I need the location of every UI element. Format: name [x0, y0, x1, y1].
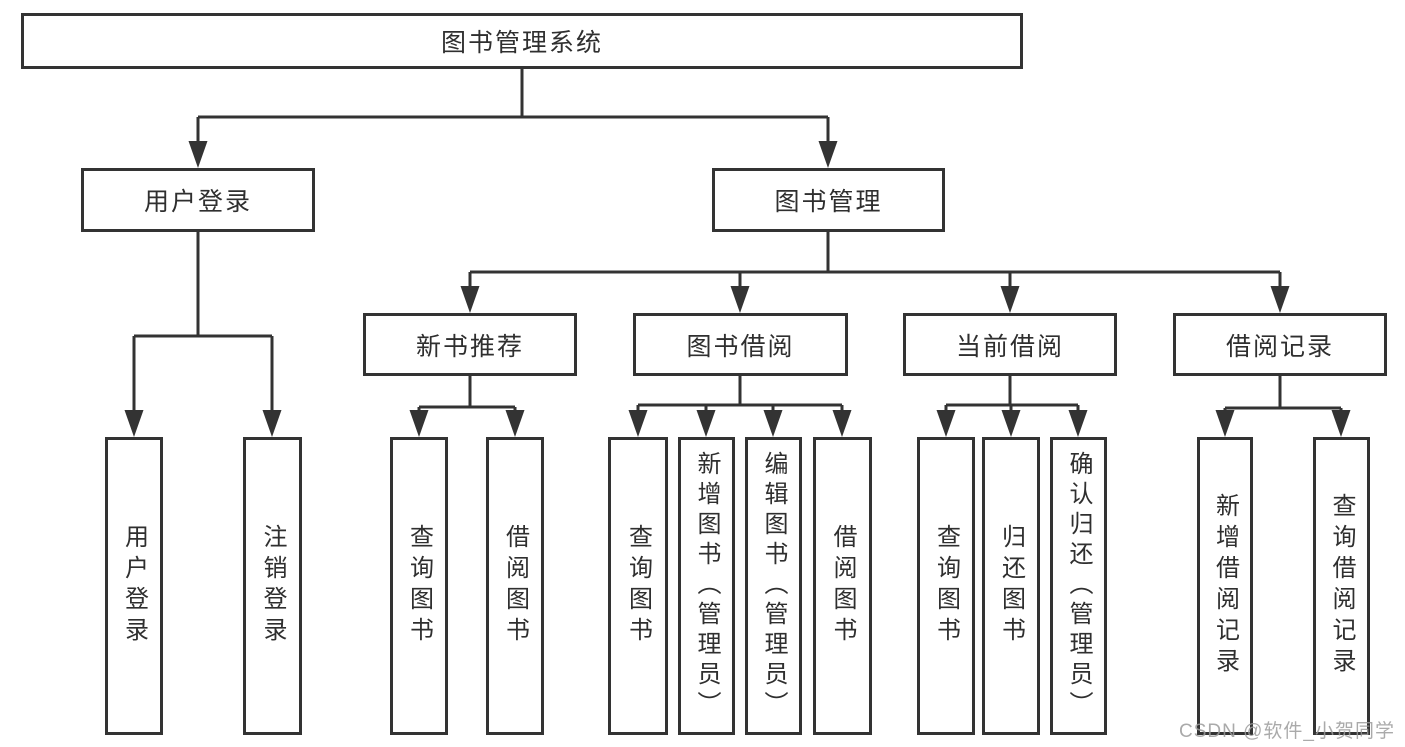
leaf-edit-books-admin: 编辑图书（管理员）: [745, 437, 802, 735]
leaf-borrow-books-borrowing: 借阅图书: [813, 437, 872, 735]
leaf-query-books-current: 查询图书: [917, 437, 975, 735]
leaf-query-borrow-record: 查询借阅记录: [1313, 437, 1370, 735]
leaf-confirm-return-admin: 确认归还（管理员）: [1050, 437, 1107, 735]
node-new-book-recommend: 新书推荐: [363, 313, 577, 376]
csdn-watermark: CSDN @软件_小贺同学: [1179, 721, 1395, 742]
leaf-query-books-recommend: 查询图书: [390, 437, 448, 735]
leaf-user-login: 用户登录: [105, 437, 163, 735]
leaf-add-books-admin: 新增图书（管理员）: [678, 437, 735, 735]
node-borrowing-records: 借阅记录: [1173, 313, 1387, 376]
node-user-login: 用户登录: [81, 168, 315, 232]
leaf-logout: 注销登录: [243, 437, 302, 735]
node-book-borrowing: 图书借阅: [633, 313, 848, 376]
node-current-borrowing: 当前借阅: [903, 313, 1117, 376]
node-book-management: 图书管理: [712, 168, 945, 232]
node-library-management-system: 图书管理系统: [21, 13, 1023, 69]
leaf-return-books: 归还图书: [982, 437, 1040, 735]
leaf-add-borrow-record: 新增借阅记录: [1197, 437, 1253, 735]
leaf-borrow-books-recommend: 借阅图书: [486, 437, 544, 735]
leaf-query-books-borrowing: 查询图书: [608, 437, 668, 735]
